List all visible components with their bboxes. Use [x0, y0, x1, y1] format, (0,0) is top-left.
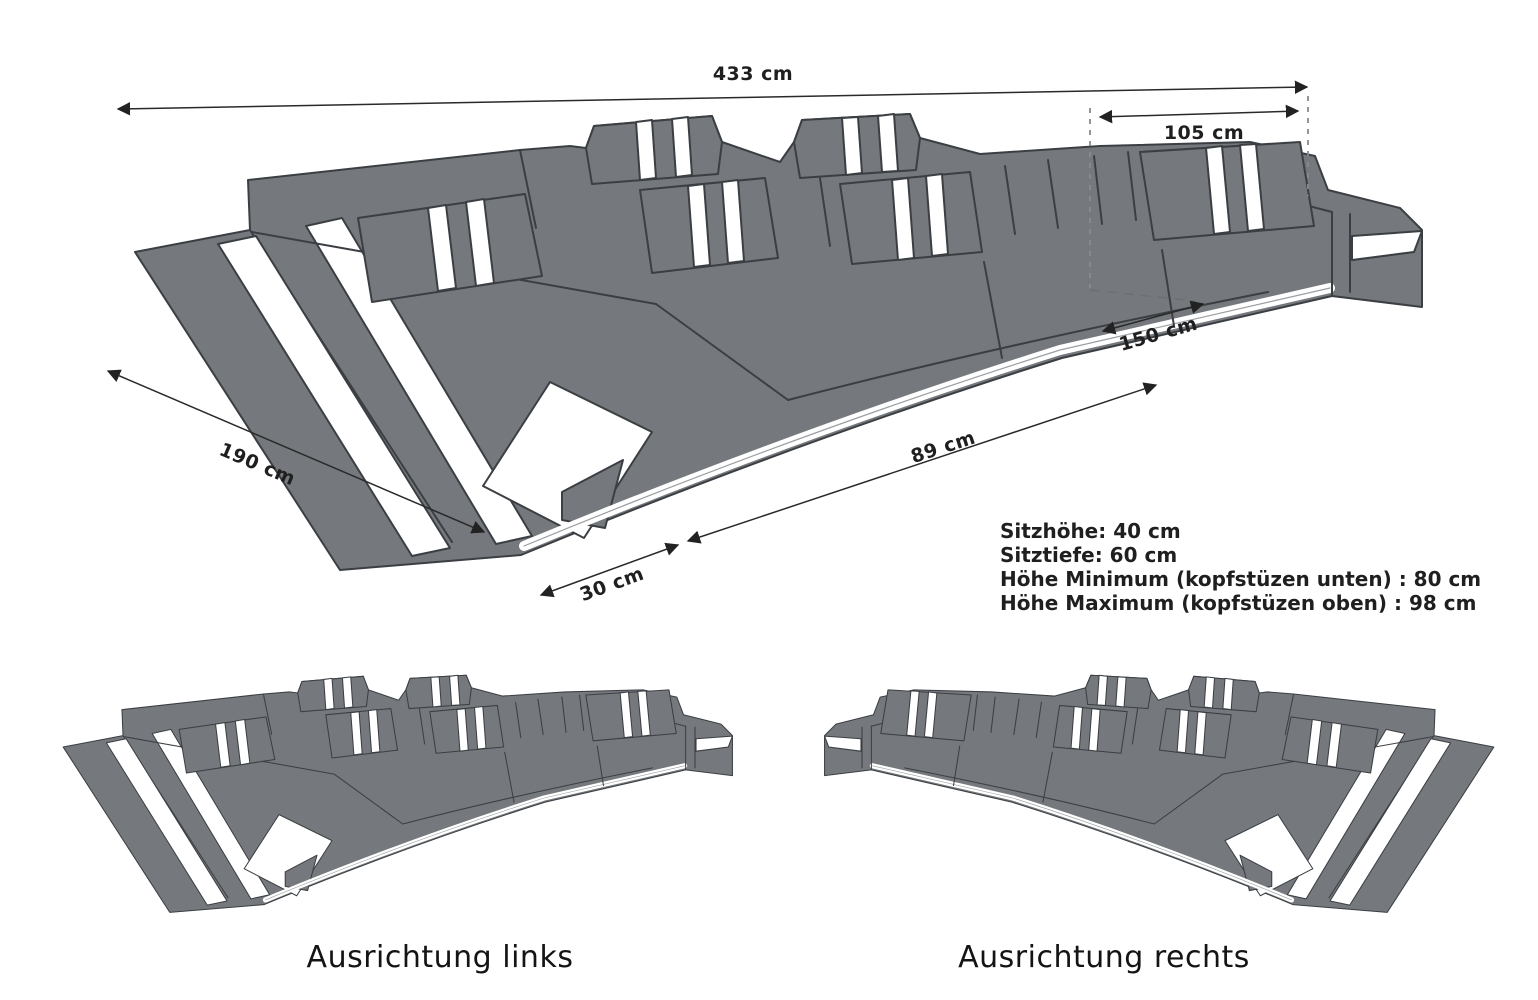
spec-seat-height: Sitzhöhe: 40 cm [1000, 519, 1181, 543]
sofa-variant-right-illustration [825, 675, 1494, 912]
dim-line-30 [539, 542, 680, 598]
dimension-label-front-edge: 89 cm [908, 427, 978, 469]
dim-line-89 [686, 382, 1158, 544]
sofa-main-illustration [135, 114, 1422, 570]
dimension-label-total-width: 433 cm [713, 63, 793, 85]
dim-line-190 [106, 369, 486, 534]
caption-orientation-left: Ausrichtung links [307, 940, 574, 975]
caption-orientation-right: Ausrichtung rechts [958, 940, 1250, 975]
dimension-lines [106, 80, 1309, 598]
spec-height-min: Höhe Minimum (kopfstüzen unten) : 80 cm [1000, 567, 1481, 591]
dim-line-150 [1101, 300, 1205, 335]
sofa-variant-left-illustration [63, 675, 732, 912]
dim-line-433 [116, 80, 1309, 116]
spec-text-block: Sitzhöhe: 40 cm Sitztiefe: 60 cm Höhe Mi… [1000, 519, 1481, 615]
spec-height-max: Höhe Maximum (kopfstüzen oben) : 98 cm [1000, 591, 1476, 615]
spec-seat-depth: Sitztiefe: 60 cm [1000, 543, 1177, 567]
dashed-guide-diagonal [1089, 289, 1197, 302]
dimension-label-right-segment: 105 cm [1164, 122, 1244, 144]
dim-line-105 [1098, 104, 1300, 124]
